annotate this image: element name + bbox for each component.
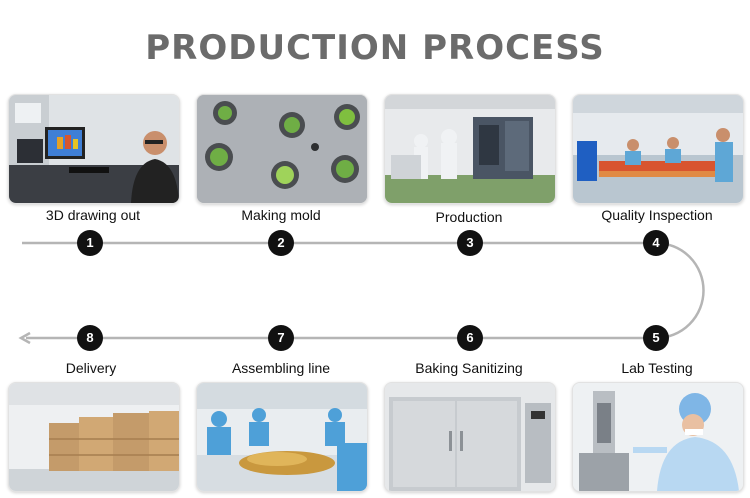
step-badge-3: 3 xyxy=(457,230,483,256)
step-label-1: 3D drawing out xyxy=(45,207,141,223)
photo-quality-inspection xyxy=(572,94,744,204)
photo-3d-drawing xyxy=(8,94,180,204)
step-label-4: Quality Inspection xyxy=(601,207,713,223)
step-label-6: Baking Sanitizing xyxy=(415,360,523,376)
photo-making-mold xyxy=(196,94,368,204)
step-label-2: Making mold xyxy=(241,207,321,223)
photo-baking-sanitizing xyxy=(384,382,556,492)
photo-lab-testing xyxy=(572,382,744,492)
step-label-8: Delivery xyxy=(65,360,117,376)
photo-delivery xyxy=(8,382,180,492)
step-badge-1: 1 xyxy=(77,230,103,256)
step-label-7: Assembling line xyxy=(231,360,331,376)
step-badge-7: 7 xyxy=(268,325,294,351)
step-badge-4: 4 xyxy=(643,230,669,256)
arrow-left-icon xyxy=(18,331,31,345)
step-badge-2: 2 xyxy=(268,230,294,256)
step-label-3: Production xyxy=(435,209,503,225)
step-badge-5: 5 xyxy=(643,325,669,351)
page-title: PRODUCTION PROCESS xyxy=(145,28,605,68)
step-badge-8: 8 xyxy=(77,325,103,351)
photo-production xyxy=(384,94,556,204)
step-badge-6: 6 xyxy=(457,325,483,351)
photo-assembling-line xyxy=(196,382,368,492)
step-label-5: Lab Testing xyxy=(621,360,693,376)
